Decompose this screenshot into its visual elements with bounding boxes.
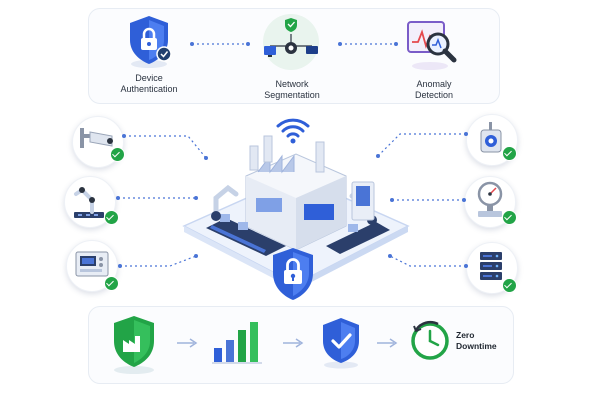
cctv-camera-icon: [80, 128, 113, 148]
connector-line: [190, 42, 250, 46]
iot-sensor-icon: [480, 122, 502, 153]
secure-factory-shield-icon: [114, 316, 154, 374]
verified-badge-icon: [502, 210, 517, 225]
smart-factory-icon: [182, 135, 410, 290]
central-shield-lock-icon: [273, 248, 313, 300]
growth-bar-chart-icon: [212, 322, 262, 364]
verified-badge-icon: [104, 276, 119, 291]
pressure-gauge-icon: [477, 181, 503, 217]
verified-badge-icon: [502, 146, 517, 161]
verified-badge-icon: [110, 147, 125, 162]
flow-arrow-icon: [377, 338, 398, 348]
clock-icon: [411, 320, 449, 360]
robot-arm-icon: [74, 187, 104, 218]
server-rack-icon: [480, 252, 502, 280]
connector-line: [338, 42, 398, 46]
verified-badge-icon: [104, 210, 119, 225]
verified-shield-icon: [323, 318, 359, 369]
wifi-icon: [276, 118, 310, 144]
control-panel-icon: [75, 251, 109, 277]
verified-badge-icon: [502, 278, 517, 293]
network-topology-icon: [263, 14, 319, 70]
magnifier-chart-icon: [407, 21, 457, 70]
flow-arrow-icon: [283, 338, 304, 348]
shield-lock-icon: [130, 16, 172, 68]
flow-arrow-icon: [177, 338, 198, 348]
